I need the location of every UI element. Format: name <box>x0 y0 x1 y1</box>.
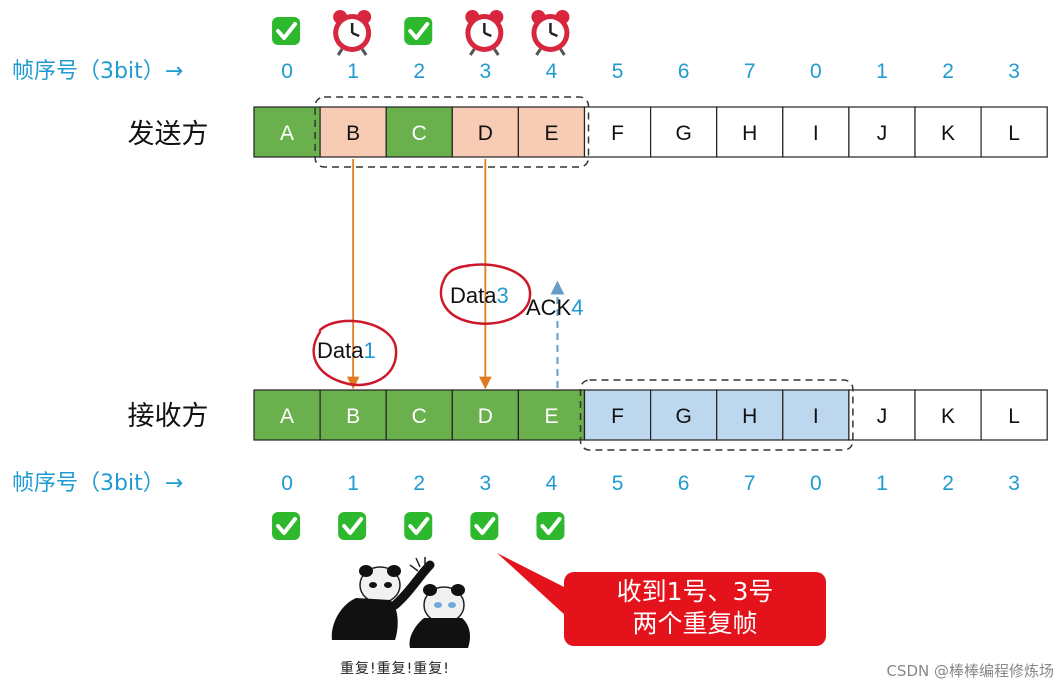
receiver-frame-label: D <box>478 405 493 428</box>
callout-line2: 两个重复帧 <box>632 609 758 638</box>
receiver-seq-number: 6 <box>678 472 690 495</box>
sender-row: 发送方 帧序号（3bit）→ A B C D E F G H I J K L 0 1 2 3 4 5 6 7 0 1 2 3 <box>12 59 1048 158</box>
callout-line1: 收到1号、3号 <box>616 577 774 606</box>
sender-frame-label: K <box>941 122 955 145</box>
receiver-frame-label: E <box>544 405 558 428</box>
sender-frame-label: I <box>813 122 819 145</box>
receiver-frame-label: A <box>280 405 294 428</box>
check-icon <box>404 512 433 540</box>
panda-meme-image <box>331 557 470 648</box>
receiver-seq-number: 3 <box>480 472 492 495</box>
check-icon <box>536 512 565 540</box>
check-icon <box>272 17 301 45</box>
sender-frame-E <box>517 106 586 158</box>
sender-frame-label: F <box>611 122 624 145</box>
receiver-seq-number: 5 <box>612 472 624 495</box>
receiver-frame-D <box>451 389 519 441</box>
sender-frame-label: H <box>742 122 757 145</box>
receiver-frame-H <box>716 389 784 441</box>
alarm-clock-icon <box>333 10 372 56</box>
sender-seq-number: 0 <box>810 60 822 83</box>
receiver-frame-label: F <box>611 405 624 428</box>
sender-frame-A <box>253 106 321 158</box>
sender-seq-number: 1 <box>876 60 888 83</box>
sender-frame-B <box>319 106 387 158</box>
sender-seq-number: 3 <box>1008 60 1020 83</box>
footer-watermark: CSDN @棒棒编程修炼场 <box>886 662 1054 680</box>
duplicate-frames-callout: 收到1号、3号 两个重复帧 <box>564 572 826 646</box>
check-icon <box>272 512 301 540</box>
receiver-frame-label: I <box>813 405 819 428</box>
receiver-frame-label: C <box>412 405 427 428</box>
sender-frame-F <box>583 106 652 158</box>
check-icon <box>470 512 499 540</box>
receiver-frame-label: L <box>1008 405 1020 428</box>
receiver-seq-number: 0 <box>281 472 293 495</box>
sender-seq-number: 2 <box>942 60 954 83</box>
sender-seq-number: 6 <box>678 60 690 83</box>
receiver-frame-A <box>253 389 321 441</box>
sender-seq-number: 1 <box>347 60 359 83</box>
data1-highlight-circle <box>312 319 398 387</box>
sender-frame-label: B <box>346 122 360 145</box>
sender-seq-number: 4 <box>546 60 558 83</box>
data3-highlight-circle <box>439 263 532 325</box>
sender-seq-number: 7 <box>744 60 756 83</box>
sender-window <box>314 96 590 168</box>
sender-frame-G <box>649 106 718 158</box>
receiver-frame-L <box>980 389 1048 441</box>
callout-pointer <box>497 553 566 616</box>
sender-frame-label: E <box>544 122 558 145</box>
receiver-frame-E <box>517 389 586 441</box>
receiver-seq-number: 1 <box>876 472 888 495</box>
data1-label: Data1 <box>317 338 376 363</box>
sender-frame-J <box>848 106 916 158</box>
receiver-window <box>579 379 854 451</box>
receiver-frame-label: K <box>941 405 955 428</box>
receiver-frame-F <box>583 389 652 441</box>
receiver-seq-number: 1 <box>347 472 359 495</box>
receiver-frame-K <box>914 389 982 441</box>
sender-seq-number: 5 <box>612 60 624 83</box>
receiver-frame-label: J <box>877 405 888 428</box>
sender-frame-H <box>716 106 784 158</box>
receiver-seq-number: 3 <box>1008 472 1020 495</box>
receiver-seq-number: 4 <box>546 472 558 495</box>
sender-frame-label: D <box>478 122 493 145</box>
receiver-seq-number: 2 <box>413 472 425 495</box>
receiver-label: 接收方 <box>128 401 209 432</box>
alarm-clock-icon <box>465 10 504 56</box>
sender-seq-number: 0 <box>281 60 293 83</box>
receiver-frame-label: B <box>346 405 360 428</box>
sender-seq-label: 帧序号（3bit）→ <box>12 59 183 84</box>
sender-frame-label: C <box>412 122 427 145</box>
sender-frame-label: A <box>280 122 294 145</box>
receiver-frame-J <box>848 389 916 441</box>
sender-label: 发送方 <box>128 119 209 150</box>
panda-caption: 重复!重复!重复! <box>340 661 450 677</box>
receiver-seq-number: 0 <box>810 472 822 495</box>
ack4-label: ACK4 <box>526 295 584 320</box>
sender-frame-label: J <box>877 122 888 145</box>
data3-label: Data3 <box>450 283 509 308</box>
check-icon <box>404 17 433 45</box>
sender-frame-label: L <box>1008 122 1020 145</box>
alarm-clock-icon <box>531 10 570 56</box>
sender-frame-C <box>385 106 453 158</box>
receiver-frame-label: H <box>742 405 757 428</box>
sender-frame-I <box>782 106 850 158</box>
receiver-seq-label: 帧序号（3bit）→ <box>12 471 183 496</box>
check-icon <box>338 512 367 540</box>
receiver-seq-number: 7 <box>744 472 756 495</box>
sender-frame-label: G <box>675 122 691 145</box>
sender-frame-L <box>980 106 1048 158</box>
receiver-seq-number: 2 <box>942 472 954 495</box>
sender-seq-number: 2 <box>413 60 425 83</box>
receiver-frame-B <box>319 389 387 441</box>
sender-seq-number: 3 <box>480 60 492 83</box>
receiver-frame-label: G <box>675 405 691 428</box>
